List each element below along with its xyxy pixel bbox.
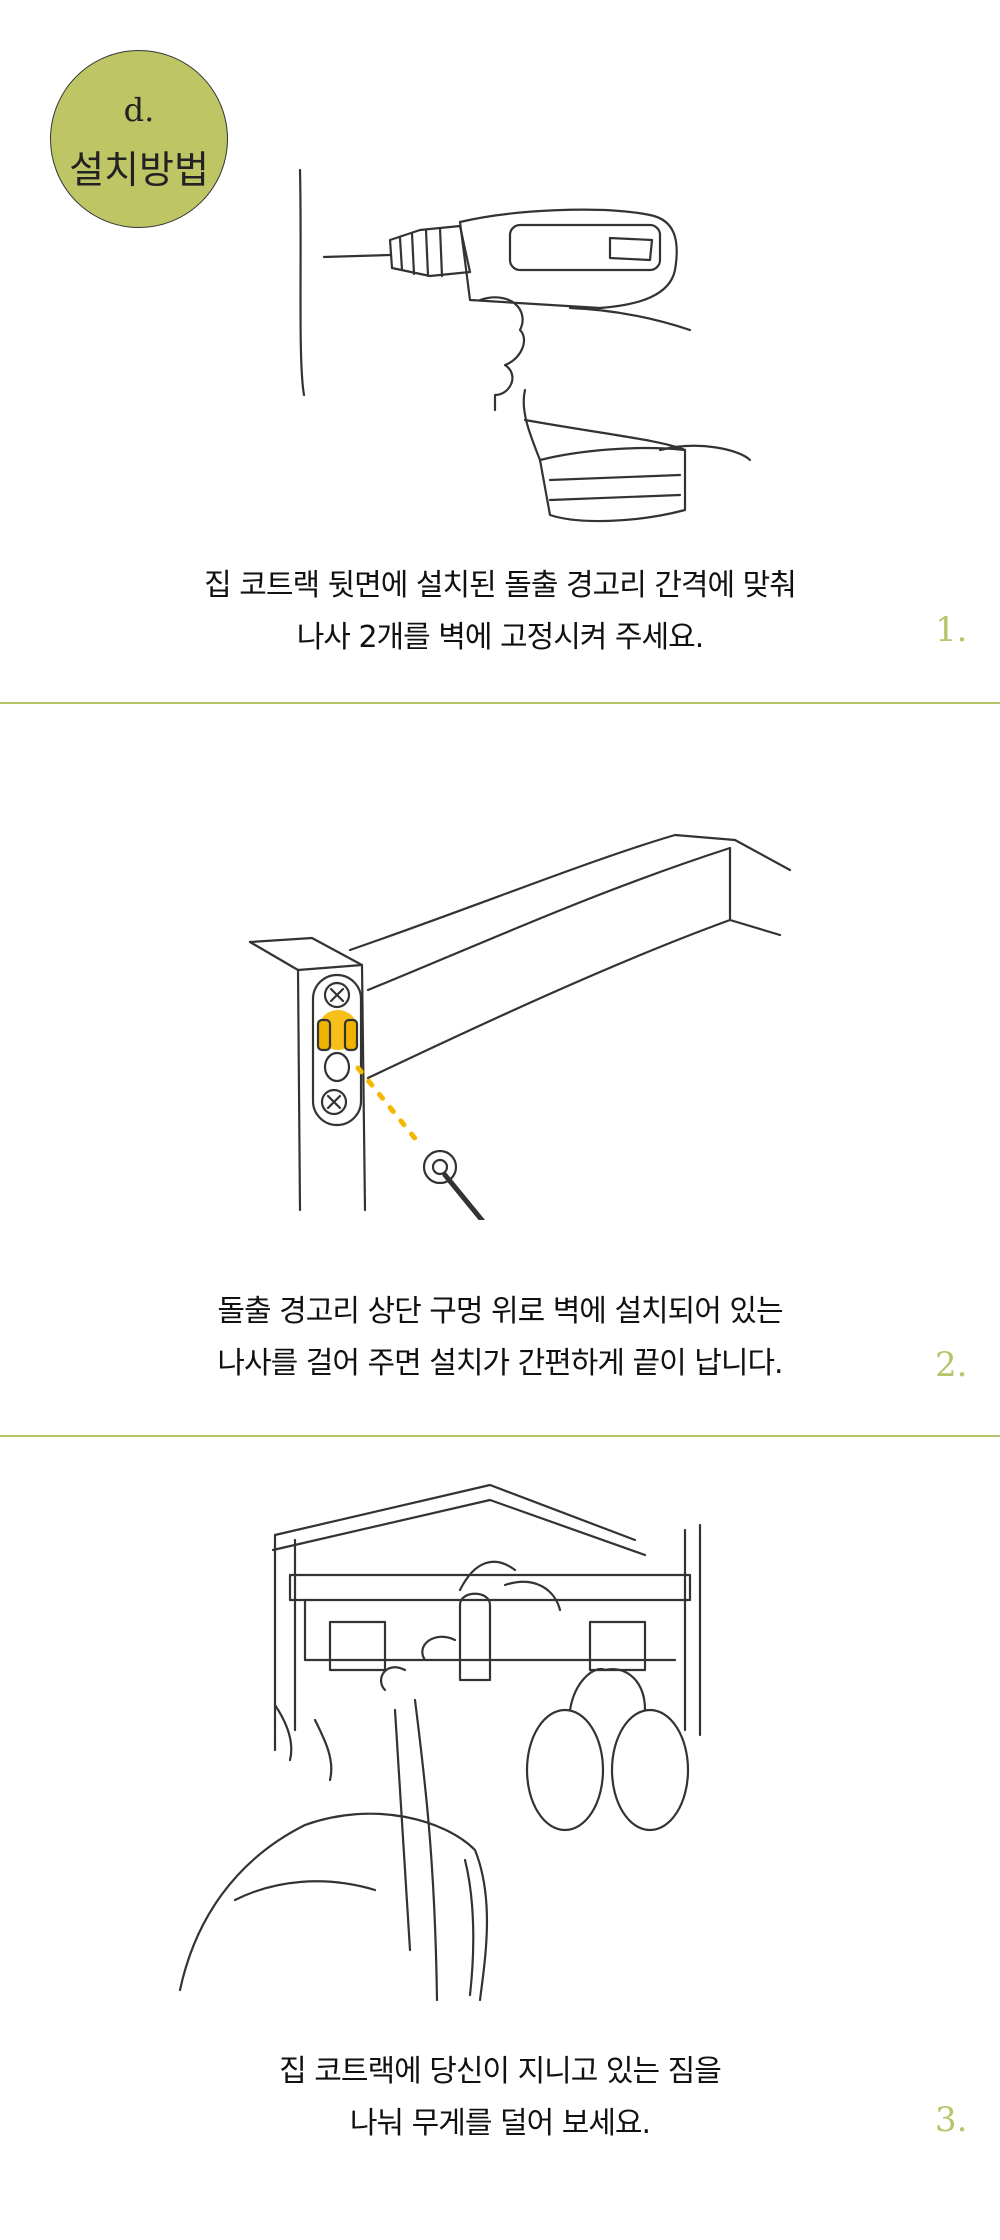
- step-3-number: 3.: [935, 2100, 968, 2140]
- bracket-illustration: [248, 833, 792, 1220]
- badge-title: 설치방법: [69, 148, 209, 192]
- step-2-number: 2.: [935, 1345, 968, 1385]
- step-1-number: 1.: [935, 610, 968, 650]
- step-1-line-2: 나사 2개를 벽에 고정시켜 주세요.: [296, 620, 705, 655]
- coat-rack-illustration: [178, 1483, 702, 2002]
- step-2-line-1: 돌출 경고리 상단 구멍 위로 벽에 설치되어 있는: [217, 1294, 783, 1329]
- badge-letter: d.: [123, 91, 155, 129]
- step-1-caption: 집 코트랙 뒷면에 설치된 돌출 경고리 간격에 맞춰 나사 2개를 벽에 고정…: [0, 560, 1000, 664]
- step-2-line-2: 나사를 걸어 주면 설치가 간편하게 끝이 납니다.: [217, 1346, 783, 1381]
- step-1-line-1: 집 코트랙 뒷면에 설치된 돌출 경고리 간격에 맞춰: [204, 568, 797, 603]
- step-3-line-2: 나눠 무게를 덜어 보세요.: [349, 2106, 651, 2141]
- step-3-caption: 집 코트랙에 당신이 지니고 있는 짐을 나눠 무게를 덜어 보세요.: [0, 2046, 1000, 2150]
- divider: [0, 1435, 1000, 1437]
- section-badge: d. 설치방법: [50, 50, 228, 228]
- drill-illustration: [298, 168, 752, 523]
- divider: [0, 702, 1000, 704]
- step-2-caption: 돌출 경고리 상단 구멍 위로 벽에 설치되어 있는 나사를 걸어 주면 설치가…: [0, 1286, 1000, 1390]
- step-3-line-1: 집 코트랙에 당신이 지니고 있는 짐을: [279, 2054, 722, 2089]
